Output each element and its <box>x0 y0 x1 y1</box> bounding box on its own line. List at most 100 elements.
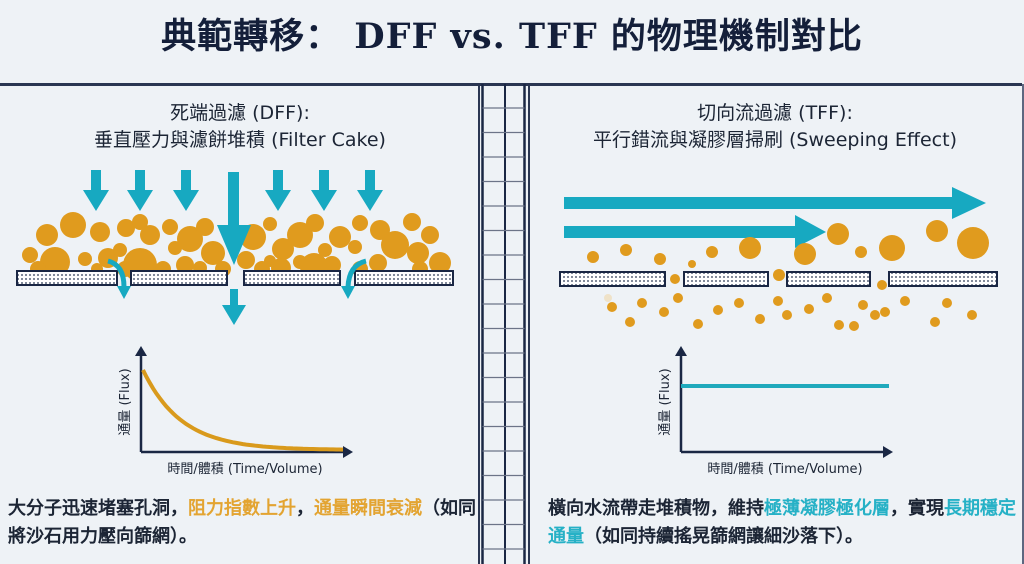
membrane-segment <box>16 270 118 286</box>
permeate-arrow-icon <box>222 289 246 325</box>
tff-heading: 切向流過濾 (TFF): 平行錯流與凝膠層掃刷 (Sweeping Effect… <box>530 100 1020 154</box>
tff-description: 橫向水流帶走堆積物，維持極薄凝膠極化層，實現長期穩定通量（如同持續搖晃篩網讓細沙… <box>548 495 1024 551</box>
desc-text: （如同將沙石用力壓向篩網）。 <box>8 498 476 547</box>
pressure-arrows <box>83 170 383 325</box>
particle <box>287 222 313 248</box>
dff-heading-line1: 死端過濾 (DFF): <box>170 102 310 124</box>
particle <box>22 247 38 263</box>
particle <box>369 254 387 272</box>
pressure-arrow-main-icon <box>217 172 251 265</box>
particle <box>117 219 135 237</box>
particle <box>773 296 783 306</box>
particle <box>930 317 940 327</box>
x-axis-label: 時間/體積 (Time/Volume) <box>167 462 322 477</box>
particle <box>237 251 255 269</box>
particle <box>673 293 683 303</box>
particle <box>352 215 368 231</box>
particle <box>620 244 632 256</box>
desc-highlight: 長期穩定通量 <box>548 498 1016 547</box>
particle <box>370 220 390 240</box>
pressure-arrow-icon <box>357 170 383 211</box>
particle <box>713 305 723 315</box>
tff-panel <box>528 84 1024 564</box>
particle <box>60 212 86 238</box>
desc-highlight: 極薄凝膠極化層 <box>764 498 890 519</box>
tff-heading-line1: 切向流過濾 (TFF): <box>697 102 853 124</box>
curved-flow-arrow <box>345 258 367 288</box>
particle <box>822 293 832 303</box>
membrane-segment <box>683 271 769 287</box>
particle <box>688 260 696 268</box>
y-axis-arrow-icon <box>135 346 147 356</box>
x-axis-arrow-icon <box>883 446 893 458</box>
curved-flow-arrow-head-icon <box>341 286 355 299</box>
particle <box>734 298 744 308</box>
particle <box>306 214 324 232</box>
pressure-arrow-icon <box>311 170 337 211</box>
membrane <box>16 270 454 286</box>
particle <box>849 321 859 331</box>
dff-diagram <box>16 170 454 325</box>
particle <box>900 296 910 306</box>
particle <box>429 252 451 274</box>
particle <box>140 225 160 245</box>
desc-highlight: 阻力指數上升 <box>188 498 296 519</box>
particle <box>967 310 977 320</box>
particle <box>670 274 680 284</box>
particle <box>329 226 351 248</box>
particle <box>654 253 666 265</box>
desc-text: 橫向水流帶走堆積物，維持 <box>548 498 764 519</box>
permeate-particles <box>587 220 989 331</box>
particle <box>637 298 647 308</box>
particle <box>659 307 669 317</box>
particle <box>926 220 948 242</box>
particle <box>162 219 178 235</box>
particle <box>957 227 989 259</box>
particle <box>132 214 148 230</box>
particle <box>176 256 194 274</box>
particle <box>403 213 421 231</box>
tff-diagram <box>559 187 998 331</box>
particle <box>855 246 867 258</box>
membrane-segment <box>888 271 998 287</box>
center-divider <box>481 84 526 564</box>
particle <box>739 237 761 259</box>
particle <box>318 243 332 257</box>
particle <box>706 246 718 258</box>
desc-text: （如同持續搖晃篩網讓細沙落下）。 <box>584 526 863 547</box>
particle <box>348 240 362 254</box>
desc-text: ，實現 <box>890 498 944 519</box>
particle <box>196 218 214 236</box>
curved-flow-arrow-head-icon <box>117 286 131 299</box>
particle <box>834 320 844 330</box>
particle <box>40 247 70 277</box>
dff-heading-line2: 垂直壓力與濾餅堆積 (Filter Cake) <box>94 129 386 151</box>
particle <box>201 241 225 265</box>
desc-text: 大分子迅速堵塞孔洞， <box>8 498 188 519</box>
pressure-arrow-icon <box>127 170 153 211</box>
dff-panel <box>0 84 480 564</box>
page-title: 典範轉移： DFF vs. TFF 的物理機制對比 <box>161 16 863 57</box>
dff-heading: 死端過濾 (DFF): 垂直壓力與濾餅堆積 (Filter Cake) <box>0 100 480 154</box>
particle <box>272 238 294 260</box>
particle <box>90 222 110 242</box>
pressure-arrow-icon <box>173 170 199 211</box>
particle <box>794 243 816 265</box>
x-axis-label: 時間/體積 (Time/Volume) <box>707 462 862 477</box>
particle <box>177 226 203 252</box>
particle <box>113 243 127 257</box>
dff-flux-chart: 通量 (Flux) 時間/體積 (Time/Volume) <box>118 346 353 477</box>
particle <box>879 235 905 261</box>
flux-decay-curve <box>141 369 344 452</box>
particle <box>625 317 635 327</box>
pressure-arrow-icon <box>83 170 109 211</box>
header-divider <box>0 83 1022 86</box>
particle <box>880 307 890 317</box>
particle <box>381 231 409 259</box>
particle <box>942 298 952 308</box>
particle <box>78 252 92 266</box>
tff-flux-chart: 通量 (Flux) 時間/體積 (Time/Volume) <box>658 346 893 477</box>
particle <box>421 226 439 244</box>
particle <box>782 310 792 320</box>
particle <box>607 302 617 312</box>
